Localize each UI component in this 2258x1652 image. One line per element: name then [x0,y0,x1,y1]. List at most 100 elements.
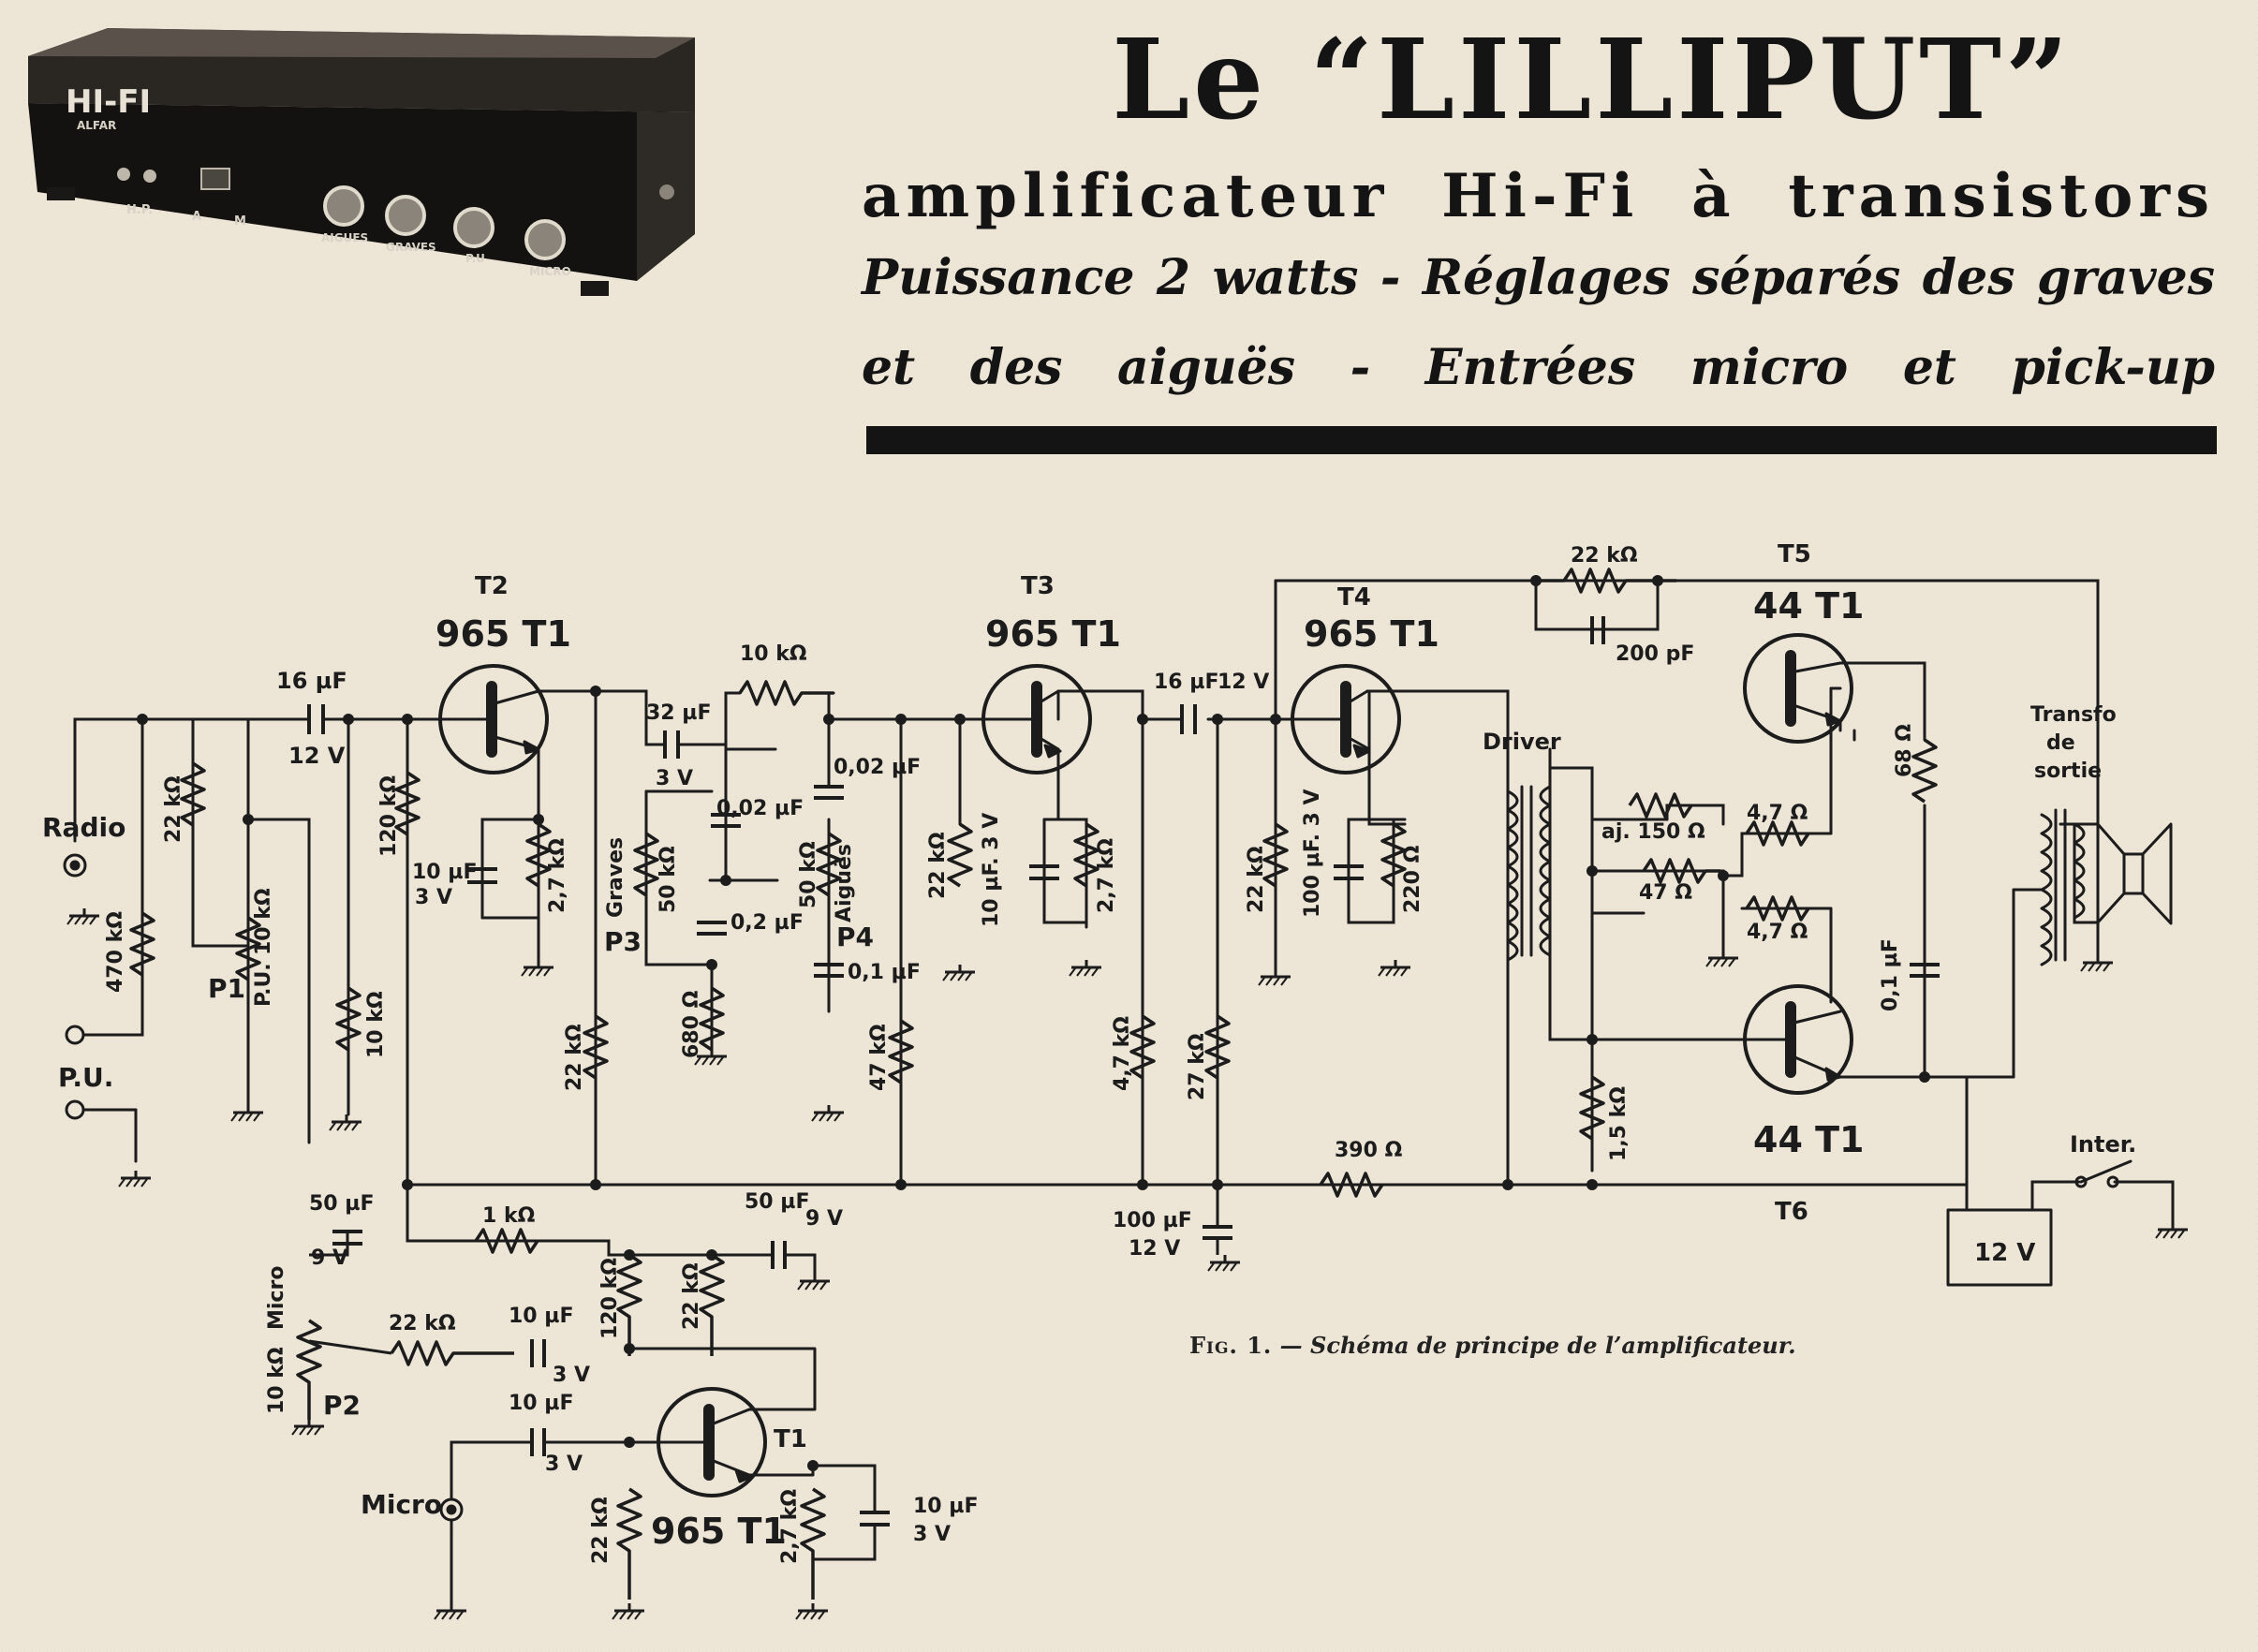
label-v12-t4: 12 V [1218,671,1269,694]
pot-p2 [296,1319,322,1420]
pu-jack [65,1025,85,1045]
article-subtitle: amplificateur Hi-Fi à transistors [862,161,2215,231]
resistor-22k-t2c [583,1014,609,1080]
label-c50uf-a: 50 µF [309,1192,375,1216]
resistor-4r7-a [1745,820,1810,847]
label-p4-value: 50 kΩ [797,841,820,908]
label-t1-type: 965 T1 [651,1511,787,1552]
label-r47-a: 4,7 Ω [1747,802,1808,825]
label-r27k-t3: 2,7 kΩ [1095,838,1118,913]
resistor-22k-feedback [1536,568,1676,594]
label-t3-ref: T3 [1021,572,1055,600]
resistor-120k-t1 [616,1253,642,1356]
battery [1946,1208,2053,1287]
label-v9-a: 9 V [311,1246,348,1270]
pot-p1 [235,916,261,981]
label-c16uf-in: 16 µF [276,668,347,694]
figure-caption: Fig. 1. — Schéma de principe de l’amplif… [1189,1332,1796,1359]
cap-02 [697,921,727,936]
label-r27k-t1: 2,7 kΩ [778,1489,802,1564]
switch-contact-b [2106,1175,2119,1188]
label-r22k-in: 22 kΩ [162,775,185,843]
pot-p3 [633,832,659,897]
cap-002-b [711,813,741,880]
label-r22k-fb: 22 kΩ [1571,544,1638,568]
label-r15k: 1,5 kΩ [1607,1086,1631,1161]
label-c200pf: 200 pF [1616,642,1694,666]
label-v12-100: 12 V [1129,1237,1180,1261]
photo-label-micro: MICRO [529,265,571,278]
resistor-22k-p2 [390,1340,514,1366]
transistor-t4 [1291,664,1401,774]
label-r22k-t1e: 22 kΩ [589,1497,612,1564]
label-r68: 68 Ω [1893,724,1916,777]
transistor-t2 [438,664,549,774]
photo-hp-jack-1 [117,168,130,181]
label-micro: Micro [361,1489,442,1520]
resistor-4k7-t3c [1129,1014,1156,1080]
label-c002-a: 0,02 µF [834,756,921,779]
resistor-47-b [1642,858,1720,884]
amplifier-photo: HI-FI ALFAR H.P. A M AIGUES GRAVES P.U M… [28,28,695,296]
schematic-labels: Radio P.U. Micro T2 965 T1 T3 965 T1 T4 … [42,540,2136,1564]
resistor-68 [1911,738,1938,804]
label-radio: Radio [42,812,125,843]
cap-10uf-p2 [530,1339,546,1367]
resistor-2k7-t2 [525,822,552,888]
photo-label-m: M [234,214,246,229]
resistor-680 [699,986,725,1052]
cap-200pf [1590,616,1605,644]
label-p2-name: Micro [265,1266,288,1330]
photo-knob-aigues [323,185,364,227]
resistor-22k-t4 [1262,822,1289,888]
photo-side-socket [659,184,674,199]
resistor-10k-base [335,986,362,1052]
label-transfo-3: sortie [2034,760,2102,783]
label-t5-type: 44 T1 [1753,585,1864,627]
radio-jack [63,853,87,878]
label-r47-b: 47 Ω [1639,881,1692,905]
label-r220: 220 Ω [1401,845,1424,913]
label-r27k-t4: 27 kΩ [1186,1033,1209,1100]
caption-fig-number: Fig. 1. [1189,1332,1273,1359]
photo-knob-graves [385,195,426,236]
label-v3-t2: 3 V [415,886,452,909]
label-p2-ref: P2 [323,1390,361,1421]
label-transfo-1: Transfo [2030,703,2117,727]
label-r22k-t4: 22 kΩ [1245,846,1268,913]
label-c100uf-t4: 100 µF. 3 V [1301,789,1324,918]
label-p1-ref: P1 [208,973,245,1004]
photo-knob-pu [453,207,494,248]
resistor-220 [1380,822,1407,888]
label-p2-value: 10 kΩ [265,1347,288,1414]
label-r22k-t2c: 22 kΩ [563,1024,586,1091]
photo-label-pu: P.U [465,252,485,265]
speaker [2096,822,2173,925]
pu-jack-2 [65,1099,85,1120]
label-v3-p2: 3 V [553,1364,590,1387]
switch-lever [2079,1159,2133,1184]
label-aj150: aj. 150 Ω [1601,820,1705,844]
schematic-resistors [129,568,1938,1600]
label-transfo-2: de [2046,731,2075,755]
label-r47-c: 4,7 Ω [1747,921,1808,944]
label-r1k: 1 kΩ [482,1204,536,1228]
transistor-t5 [1743,633,1853,744]
label-v3-32: 3 V [656,767,693,790]
output-transformer [2040,808,2086,966]
label-c10uf-mic: 10 µF [509,1392,574,1415]
label-t5-ref: T5 [1778,540,1811,568]
resistor-4r7-c [1745,895,1810,922]
label-v9-b: 9 V [805,1207,843,1231]
label-r27k-t2: 2,7 kΩ [546,838,569,913]
resistor-22k-t1c [699,1253,725,1356]
label-r47k-t3c: 4,7 kΩ [1111,1016,1134,1091]
label-t2-ref: T2 [475,572,509,600]
cap-32uf [663,730,712,759]
photo-hp-jack-2 [143,170,156,183]
schematic-capacitors [307,616,1940,1603]
junction-dots [137,575,1930,1471]
label-t4-type: 965 T1 [1304,613,1439,655]
label-c10uf-t2: 10 µF [412,861,478,884]
